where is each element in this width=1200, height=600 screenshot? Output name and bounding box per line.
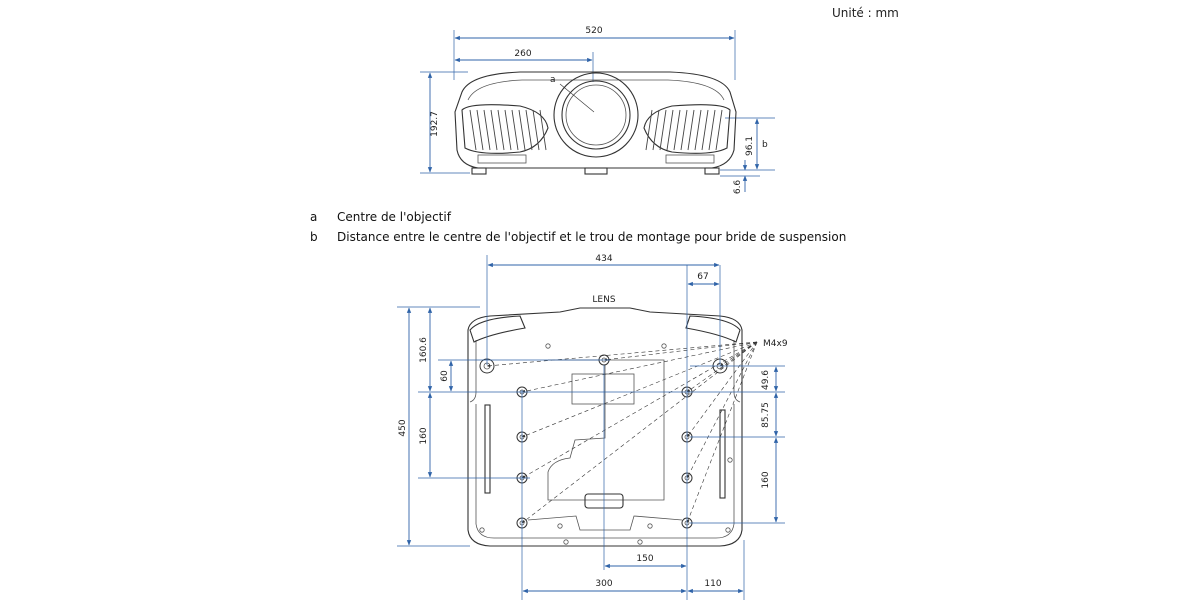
screw-leaders: [486, 341, 758, 524]
top-edge: [467, 79, 725, 101]
vent-top-right: [685, 315, 741, 343]
leader-line: [686, 341, 758, 524]
foot-right: [704, 167, 720, 175]
bottom-plate: [475, 404, 735, 539]
leader-line: [603, 341, 758, 362]
legend-key: b: [310, 230, 318, 244]
label-area: [571, 373, 635, 405]
screw-dot: [563, 539, 569, 545]
bottom-rail: [527, 515, 683, 531]
right-grille-slats: [645, 109, 723, 151]
leader-line: [686, 341, 758, 393]
leader-line: [486, 341, 758, 368]
leader-line: [521, 341, 758, 524]
grille-slat: [483, 109, 491, 151]
foot-center: [584, 167, 608, 175]
side-slot-left: [484, 404, 491, 494]
grille-slat: [490, 109, 498, 151]
dim-label-160-6: 160.6: [419, 337, 429, 363]
grille-slat: [666, 109, 674, 151]
screw-dot: [479, 527, 485, 533]
dim-label-67: 67: [697, 272, 708, 282]
bottom-vent-right: [665, 154, 715, 164]
grille-slat: [497, 109, 505, 151]
leader-line: [521, 341, 758, 438]
screw-dot: [661, 343, 667, 349]
dim-label-300: 300: [595, 579, 612, 589]
grille-slat: [652, 109, 660, 151]
dim-label-160-right: 160: [761, 471, 771, 488]
grille-slat: [701, 109, 709, 151]
lens-inner-ring: [561, 80, 631, 150]
grille-slat: [525, 109, 533, 151]
grille-slat: [645, 109, 653, 151]
leader-line: [521, 341, 758, 479]
projector-front-body: [454, 71, 737, 169]
leader-line: [521, 341, 758, 393]
dim-label-450: 450: [398, 419, 408, 436]
leader-line: [686, 341, 758, 479]
legend-item-a: a Centre de l'objectif: [310, 210, 451, 224]
legend-item-b: b Distance entre le centre de l'objectif …: [310, 230, 846, 244]
dim-label-110: 110: [704, 579, 721, 589]
screw-dot: [727, 457, 733, 463]
screw-dot: [725, 527, 731, 533]
lens-label: LENS: [592, 295, 615, 305]
grille-slat: [694, 109, 702, 151]
grille-slat: [708, 109, 716, 151]
dim-label-192-7: 192.7: [430, 111, 440, 137]
side-slot-right: [719, 409, 726, 499]
bottom-view: LENS M4x9: [397, 254, 788, 600]
left-grille: [461, 104, 549, 154]
grille-slat: [518, 109, 526, 151]
grille-slat: [504, 109, 512, 151]
screw-dot: [637, 539, 643, 545]
leader-line: [719, 341, 758, 367]
grille-slat: [715, 109, 723, 151]
vent-top-left: [469, 315, 526, 343]
marker-a: a: [550, 75, 556, 85]
grille-slat: [659, 109, 667, 151]
screw-label: M4x9: [763, 339, 788, 349]
foot-left: [471, 167, 487, 175]
dim-label-160-left: 160: [419, 427, 429, 444]
grille-slat: [511, 109, 519, 151]
dim-label-434: 434: [595, 254, 612, 264]
dim-label-85-75: 85.75: [761, 402, 771, 428]
front-view: 520 260 192.7 96.1 6.6 b: [420, 26, 775, 194]
lens-glass: [565, 84, 627, 146]
lens-outer-ring: [553, 72, 639, 158]
grille-slat: [673, 109, 681, 151]
dim-label-520: 520: [585, 26, 602, 36]
dim-label-49-6: 49.6: [761, 370, 771, 390]
dim-label-60: 60: [440, 370, 450, 382]
grille-slat: [539, 109, 547, 151]
unit-label: Unité : mm: [832, 6, 899, 20]
dim-label-6-6: 6.6: [733, 180, 743, 195]
dim-label-96-1: 96.1: [745, 136, 755, 156]
grille-slat: [532, 109, 540, 151]
screw-dot: [557, 523, 563, 529]
dim-label-260: 260: [514, 49, 531, 59]
right-grille: [643, 104, 731, 154]
dim-label-150: 150: [636, 554, 653, 564]
leader-line: [686, 341, 758, 438]
projector-bottom-body: [467, 307, 743, 547]
bottom-vent-left: [477, 154, 527, 164]
lens-center-leader: [559, 83, 595, 113]
legend-key: a: [310, 210, 318, 224]
screw-dot: [647, 523, 653, 529]
legend-text: Distance entre le centre de l'objectif e…: [337, 230, 847, 244]
legend-text: Centre de l'objectif: [337, 210, 451, 224]
screw-dot: [545, 343, 551, 349]
grille-slat: [469, 109, 477, 151]
grille-slat: [687, 109, 695, 151]
center-cover: [547, 359, 665, 501]
marker-b: b: [762, 140, 768, 150]
grille-slat: [680, 109, 688, 151]
grille-slat: [476, 109, 484, 151]
left-grille-slats: [469, 109, 547, 151]
